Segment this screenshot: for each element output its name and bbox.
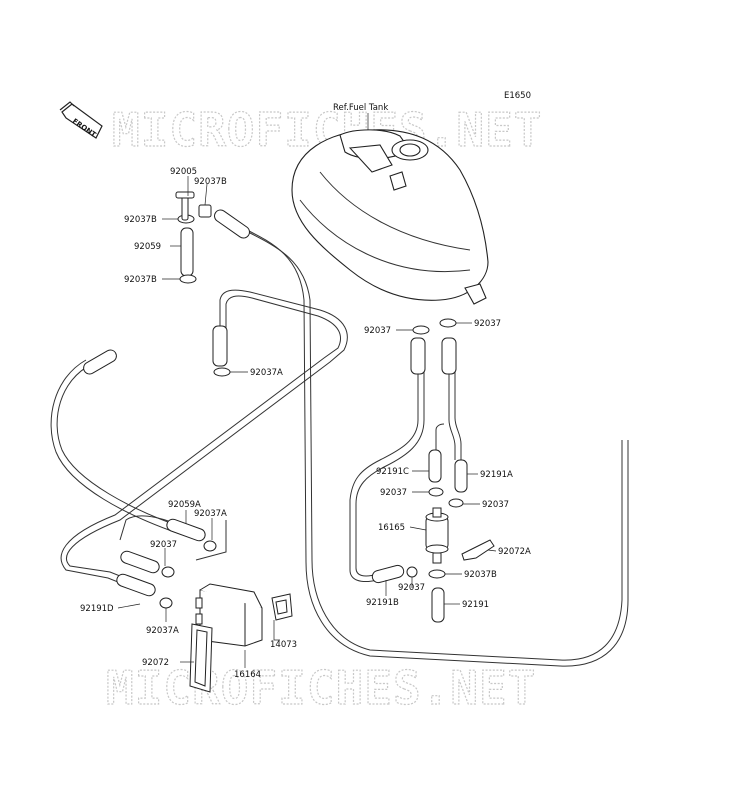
label-92191B: 92191B bbox=[366, 598, 399, 608]
label-92005: 92005 bbox=[170, 167, 197, 177]
ref-fuel-tank-label: Ref.Fuel Tank bbox=[333, 103, 388, 113]
label-92037-b: 92037 bbox=[474, 319, 501, 329]
label-92037-e: 92037 bbox=[398, 583, 425, 593]
label-92072: 92072 bbox=[142, 658, 169, 668]
bracket-14073 bbox=[271, 593, 293, 621]
label-92191D: 92191D bbox=[80, 604, 114, 614]
label-92191C: 92191C bbox=[376, 467, 409, 477]
label-16164: 16164 bbox=[234, 670, 261, 680]
label-92037B-b: 92037B bbox=[124, 215, 157, 225]
diagram-code: E1650 bbox=[504, 91, 531, 101]
clamps bbox=[159, 214, 464, 609]
label-92059A: 92059A bbox=[168, 500, 201, 510]
label-92037A-a: 92037A bbox=[250, 368, 283, 378]
label-92037-f: 92037 bbox=[150, 540, 177, 550]
bracket-92072A bbox=[461, 539, 495, 561]
hose-segments bbox=[83, 209, 468, 623]
label-92191: 92191 bbox=[462, 600, 489, 610]
front-arrow-icon: FRONT bbox=[59, 101, 103, 139]
label-92037A-b: 92037A bbox=[194, 509, 227, 519]
hose-routing bbox=[50, 227, 629, 667]
band-92072 bbox=[189, 623, 213, 693]
watermark-bottom: MICROFICHES.NET bbox=[106, 661, 536, 715]
part-labels: 92005 92037B 92037B 92059 92037B 92037A … bbox=[80, 167, 531, 680]
label-92059: 92059 bbox=[134, 242, 161, 252]
fuel-filter-16165 bbox=[425, 507, 449, 564]
canister-16164 bbox=[195, 583, 263, 647]
label-92037B-d: 92037B bbox=[464, 570, 497, 580]
label-92037-d: 92037 bbox=[482, 500, 509, 510]
label-92037B-a: 92037B bbox=[194, 177, 227, 187]
label-92072A: 92072A bbox=[498, 547, 531, 557]
label-92037-c: 92037 bbox=[380, 488, 407, 498]
label-14073: 14073 bbox=[270, 640, 297, 650]
fuel-tank bbox=[291, 129, 489, 305]
leader-lines bbox=[117, 176, 497, 668]
fitting-92005 bbox=[175, 191, 212, 221]
label-92191A: 92191A bbox=[480, 470, 513, 480]
label-92037-a: 92037 bbox=[364, 326, 391, 336]
label-16165: 16165 bbox=[378, 523, 405, 533]
label-92037A-c: 92037A bbox=[146, 626, 179, 636]
label-92037B-c: 92037B bbox=[124, 275, 157, 285]
